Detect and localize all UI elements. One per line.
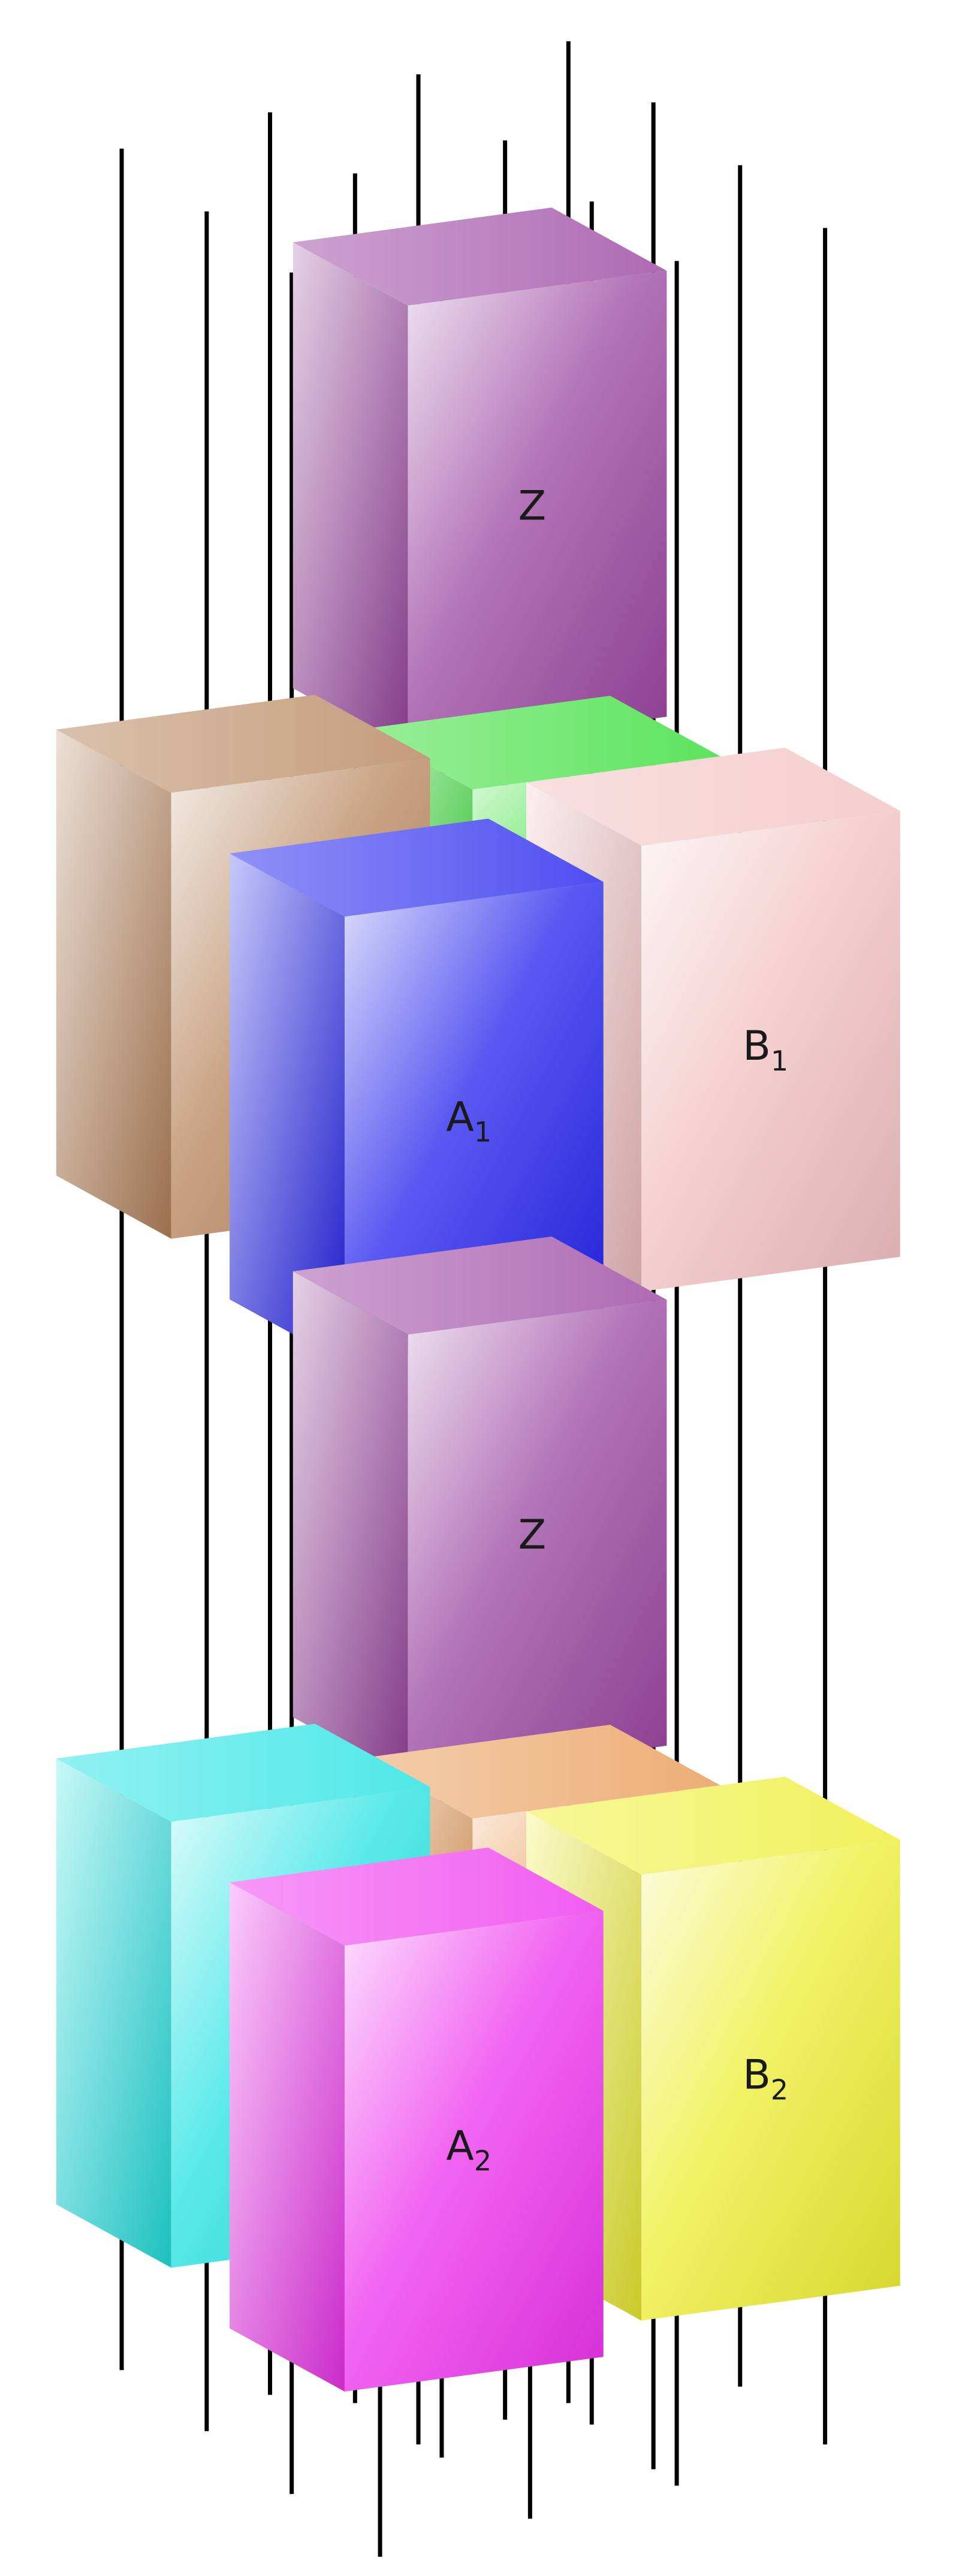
box-front-face bbox=[408, 270, 667, 752]
box-label: A2 bbox=[446, 2123, 491, 2177]
box-label: B1 bbox=[743, 1023, 788, 1077]
box-top-face bbox=[230, 818, 604, 917]
box-side-face bbox=[230, 853, 345, 1363]
box-label-main: Z bbox=[518, 1511, 547, 1559]
box-top-face bbox=[292, 207, 667, 306]
box-label-subscript: 2 bbox=[771, 2074, 788, 2106]
box-side-face bbox=[292, 1271, 408, 1781]
box-top-face bbox=[292, 1236, 667, 1335]
box-side-face bbox=[56, 729, 171, 1239]
box-z-top: Z bbox=[292, 207, 667, 752]
box-side-face bbox=[56, 1758, 171, 2268]
box-label-subscript: 2 bbox=[474, 2145, 491, 2177]
box-side-face bbox=[230, 1882, 345, 2392]
box-top-face bbox=[56, 1724, 430, 1822]
box-label-main: A bbox=[446, 2123, 474, 2170]
box-top-face bbox=[56, 694, 430, 793]
box-label: B2 bbox=[743, 2052, 788, 2106]
box-label: A1 bbox=[446, 1093, 491, 1148]
box-front-face bbox=[641, 1840, 900, 2321]
box-b1: B1 bbox=[526, 747, 900, 1292]
box-top-face bbox=[526, 1776, 900, 1875]
box-top-face bbox=[362, 1724, 720, 1819]
box-label-subscript: 1 bbox=[771, 1045, 788, 1077]
box-front-face bbox=[641, 811, 900, 1292]
box-a2: A2 bbox=[230, 1848, 604, 2392]
box-top-face bbox=[526, 747, 900, 846]
box-label: Z bbox=[518, 482, 547, 530]
box-front-face bbox=[408, 1299, 667, 1781]
box-z-bottom: Z bbox=[292, 1236, 667, 1781]
box-label-main: A bbox=[446, 1093, 474, 1141]
box-label: Z bbox=[518, 1511, 547, 1559]
box-label-main: Z bbox=[518, 482, 547, 530]
box-top-face bbox=[362, 696, 720, 790]
box-top-face bbox=[230, 1848, 604, 1946]
box-side-face bbox=[292, 242, 408, 752]
box-label-subscript: 1 bbox=[474, 1115, 491, 1148]
box-label-main: B bbox=[743, 2052, 771, 2099]
box-front-face bbox=[344, 1910, 604, 2392]
box-label-main: B bbox=[743, 1023, 771, 1070]
box-layer: ZC1D1B1A1ZC2D2B2A2 bbox=[56, 207, 900, 2392]
